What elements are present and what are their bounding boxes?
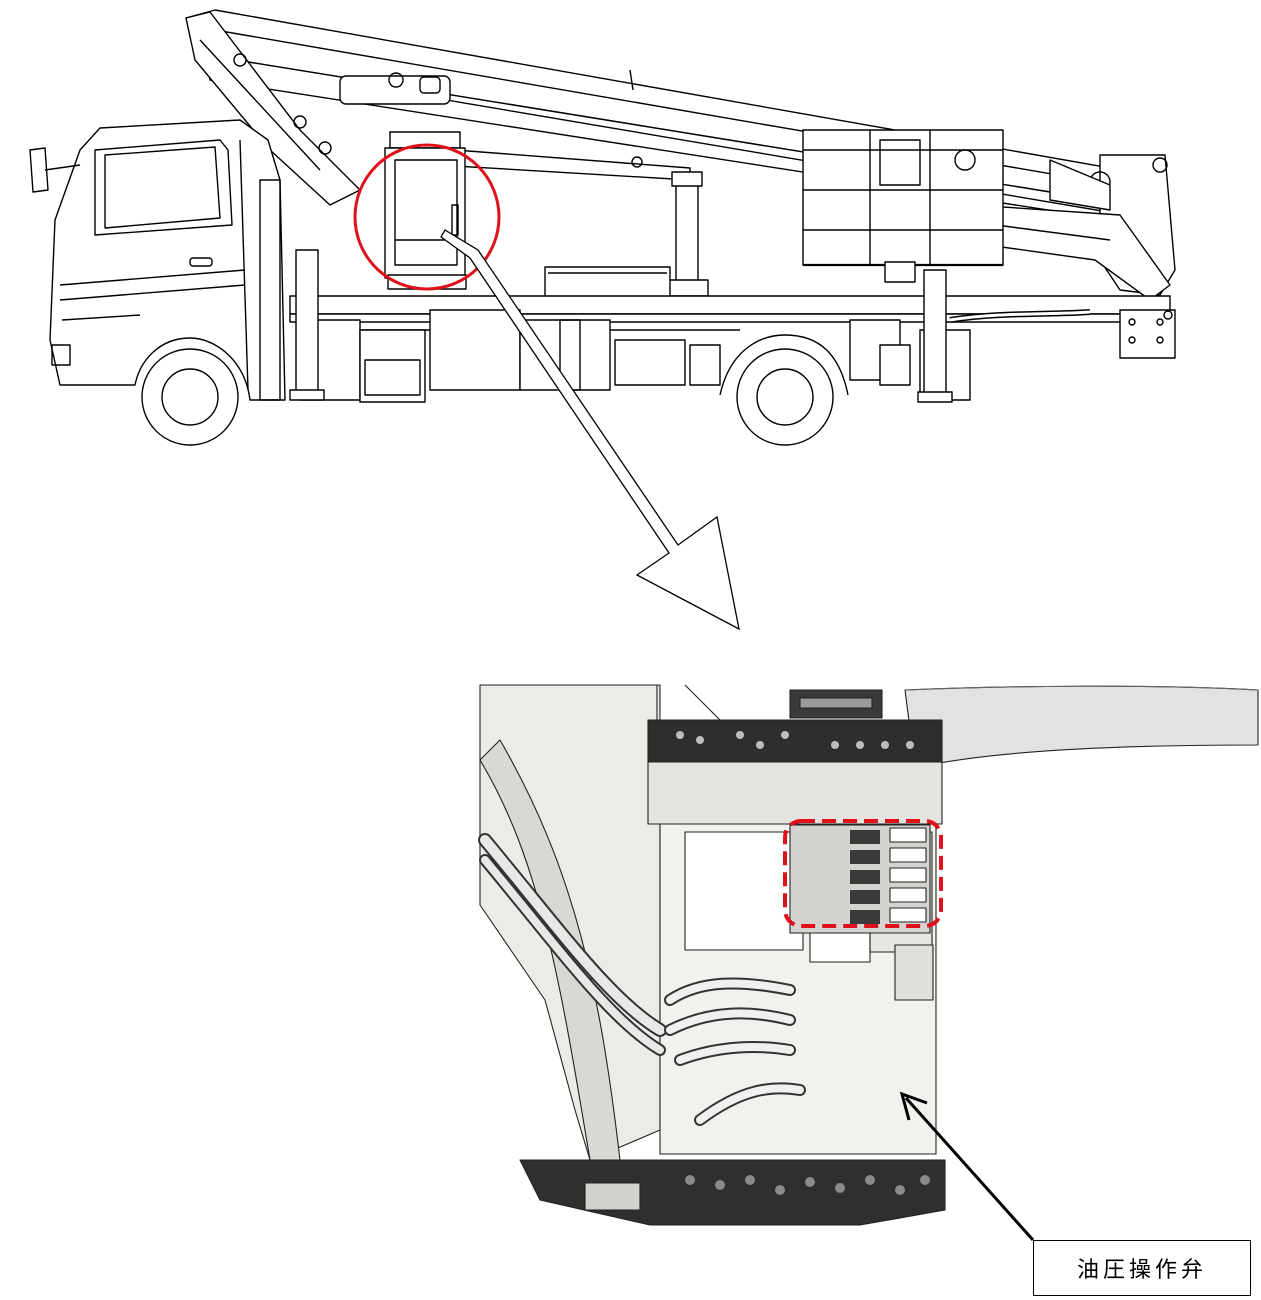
- hydraulic-valve-block-icon: [789, 824, 931, 934]
- valve-label-text: 油圧操作弁: [1076, 1258, 1207, 1283]
- truck-cab-icon: [29, 119, 286, 401]
- detail-view: [478, 684, 1259, 1226]
- highlight-dashed-box: [783, 819, 943, 928]
- leader-arrow-icon: [899, 1091, 1035, 1241]
- zoom-arrow-icon: [440, 229, 740, 631]
- valve-label-box: 油圧操作弁: [1033, 1240, 1251, 1296]
- front-wheel-icon: [141, 348, 239, 446]
- rear-wheel-icon: [736, 348, 834, 446]
- highlight-circle: [353, 143, 501, 291]
- truck-side-view: [29, 9, 1176, 446]
- platform-bucket-icon: [802, 129, 1004, 283]
